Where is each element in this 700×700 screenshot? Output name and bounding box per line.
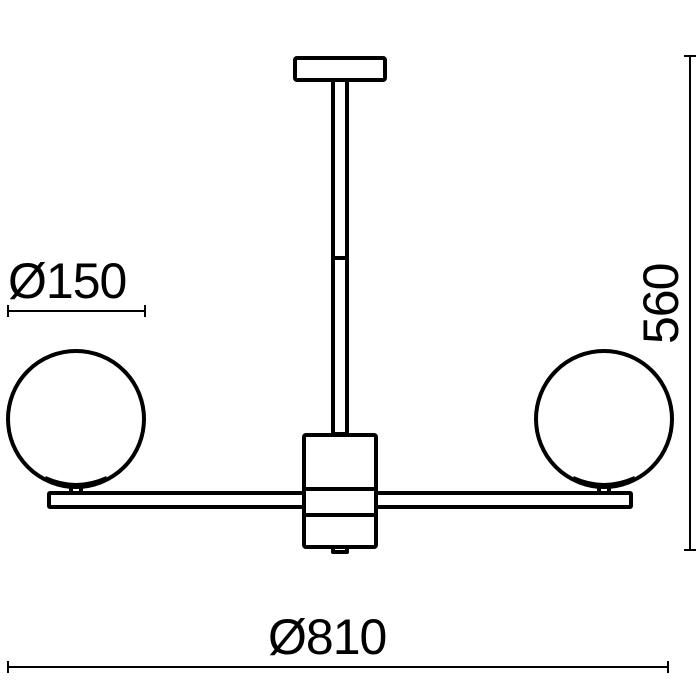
overall-diameter-label: Ø810 <box>268 609 387 665</box>
left-arm <box>47 491 306 509</box>
right-globe <box>534 349 674 489</box>
globe-diameter-label: Ø150 <box>8 253 127 309</box>
overall-height-label: 560 <box>633 263 689 344</box>
left-globe <box>6 349 146 489</box>
right-arm <box>374 491 633 509</box>
suspension-rod-upper <box>331 78 349 260</box>
ceiling-canopy <box>293 56 387 82</box>
bottom-cap <box>331 545 349 554</box>
left-socket <box>69 484 83 495</box>
suspension-rod-lower <box>331 256 349 436</box>
right-socket <box>597 484 611 495</box>
